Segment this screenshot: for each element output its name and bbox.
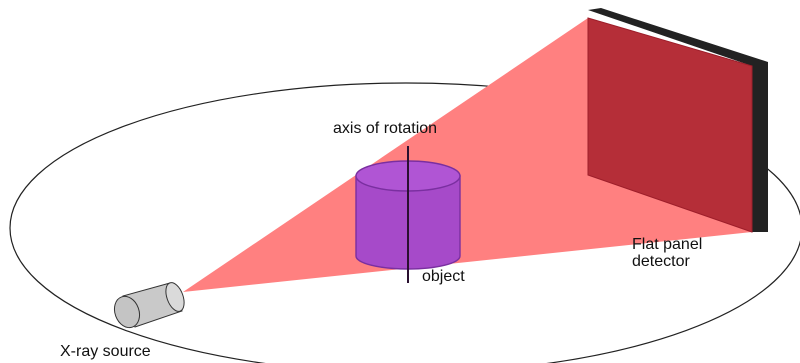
rotation-orbit (9, 82, 800, 363)
axis-of-rotation-label: axis of rotation (333, 120, 438, 137)
object-label: object (422, 268, 465, 285)
xray-source-label: X-ray source (60, 343, 151, 360)
detector-label-line2: detector (632, 253, 690, 270)
detector-label-line1: Flat panel (632, 236, 703, 253)
xray-source-back (113, 295, 141, 329)
flat-panel-detector (587, 17, 753, 233)
xray-source (113, 282, 185, 329)
xray-source-front (165, 282, 185, 312)
